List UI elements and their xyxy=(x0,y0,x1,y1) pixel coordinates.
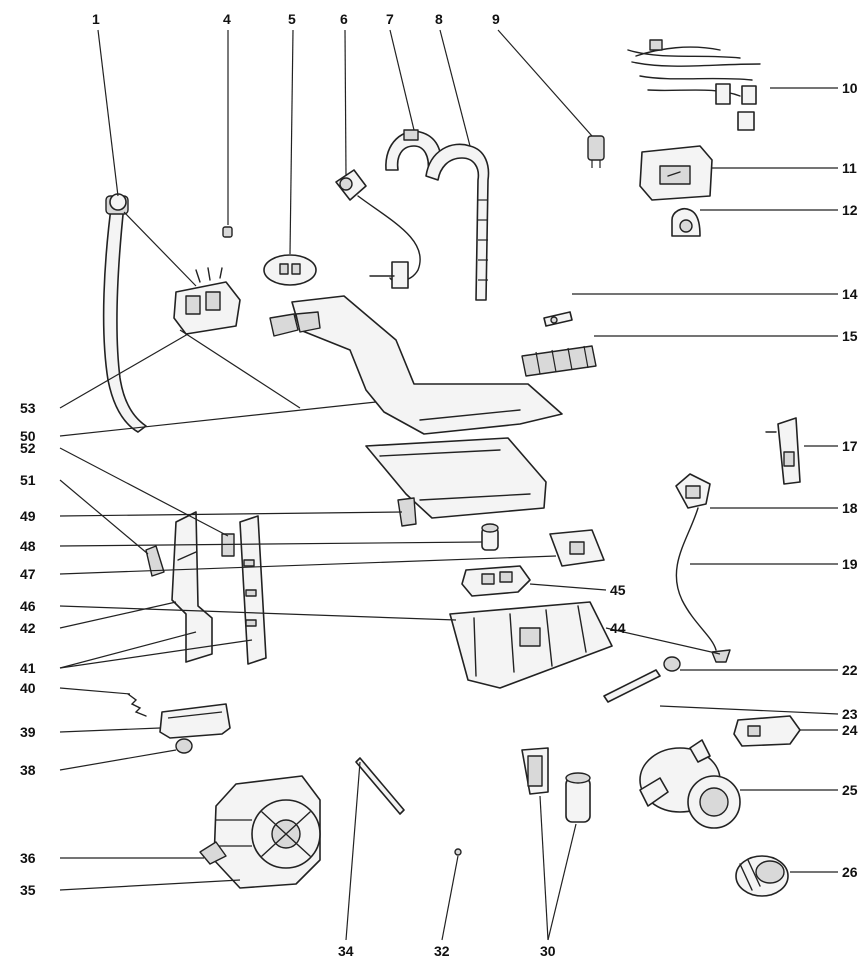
label-23: 23 xyxy=(842,706,858,722)
label-9: 9 xyxy=(492,11,500,27)
label-38: 38 xyxy=(20,762,36,778)
label-39: 39 xyxy=(20,724,36,740)
part-30-capacitors xyxy=(521,747,591,823)
part-8-drain-hose xyxy=(425,143,490,301)
label-35: 35 xyxy=(20,882,36,898)
label-10: 10 xyxy=(842,80,858,96)
part-10-wiring-harness xyxy=(627,39,761,131)
leader-lines xyxy=(59,29,839,941)
label-47: 47 xyxy=(20,566,36,582)
part-51-clip xyxy=(145,545,165,577)
label-34: 34 xyxy=(338,943,354,959)
part-14-connector xyxy=(543,311,573,327)
part-22-cap xyxy=(663,656,681,672)
label-1: 1 xyxy=(92,11,100,27)
part-4-small-plug xyxy=(222,226,233,238)
label-52: 52 xyxy=(20,440,36,456)
part-38-bushing xyxy=(175,738,193,754)
part-32-screw xyxy=(454,848,462,856)
part-6-power-cord xyxy=(335,169,421,289)
label-50: 50 xyxy=(20,428,36,444)
part-35-motor xyxy=(213,775,321,889)
part-34-shaft xyxy=(355,757,405,815)
part-15-terminal-block xyxy=(521,345,597,377)
label-32: 32 xyxy=(434,943,450,959)
label-6: 6 xyxy=(340,11,348,27)
part-46-detergent-drawer xyxy=(449,601,613,689)
part-25-drain-pump xyxy=(639,739,741,829)
part-11-door-lock xyxy=(639,145,713,201)
label-30: 30 xyxy=(540,943,556,959)
part-9-small-sensor xyxy=(587,135,605,168)
label-26: 26 xyxy=(842,864,858,880)
label-36: 36 xyxy=(20,850,36,866)
label-44: 44 xyxy=(610,620,626,636)
part-50-top-cover xyxy=(269,295,563,435)
label-42: 42 xyxy=(20,620,36,636)
part-24-bracket-plate xyxy=(733,715,801,747)
label-19: 19 xyxy=(842,556,858,572)
part-36-carbon-brush xyxy=(199,841,227,865)
part-45-dispenser-insert xyxy=(461,565,531,597)
part-40-spring xyxy=(127,693,147,717)
label-48: 48 xyxy=(20,538,36,554)
label-11: 11 xyxy=(842,160,857,176)
part-26-filter xyxy=(735,855,789,897)
part-23-rod xyxy=(603,669,661,703)
label-5: 5 xyxy=(288,11,296,27)
part-49-drawer-housing xyxy=(365,437,547,527)
label-12: 12 xyxy=(842,202,858,218)
part-18-19-mains-cord xyxy=(675,473,717,651)
label-40: 40 xyxy=(20,680,36,696)
label-14: 14 xyxy=(842,286,858,302)
label-7: 7 xyxy=(386,11,394,27)
part-42-module-bracket xyxy=(171,511,213,663)
label-41: 41 xyxy=(20,660,36,676)
label-24: 24 xyxy=(842,722,858,738)
label-17: 17 xyxy=(842,438,858,454)
label-49: 49 xyxy=(20,508,36,524)
part-47-lid xyxy=(549,529,605,567)
part-41-pcb xyxy=(239,515,267,665)
label-53: 53 xyxy=(20,400,36,416)
label-22: 22 xyxy=(842,662,858,678)
label-46: 46 xyxy=(20,598,36,614)
part-1-inlet-hose xyxy=(102,193,147,433)
label-15: 15 xyxy=(842,328,858,344)
part-39-handle xyxy=(159,703,231,739)
label-18: 18 xyxy=(842,500,858,516)
part-12-knob xyxy=(671,207,701,237)
label-8: 8 xyxy=(435,11,443,27)
label-51: 51 xyxy=(20,472,36,488)
label-4: 4 xyxy=(223,11,231,27)
part-44-small-part xyxy=(711,649,731,663)
part-53-valve xyxy=(173,267,241,335)
part-number-labels: 1 4 5 6 7 8 9 10 11 12 14 15 17 18 19 22… xyxy=(20,11,858,959)
part-48-cup xyxy=(481,523,499,551)
label-25: 25 xyxy=(842,782,858,798)
label-45: 45 xyxy=(610,582,626,598)
part-5-gasket xyxy=(263,254,317,286)
part-17-bracket xyxy=(765,417,801,485)
